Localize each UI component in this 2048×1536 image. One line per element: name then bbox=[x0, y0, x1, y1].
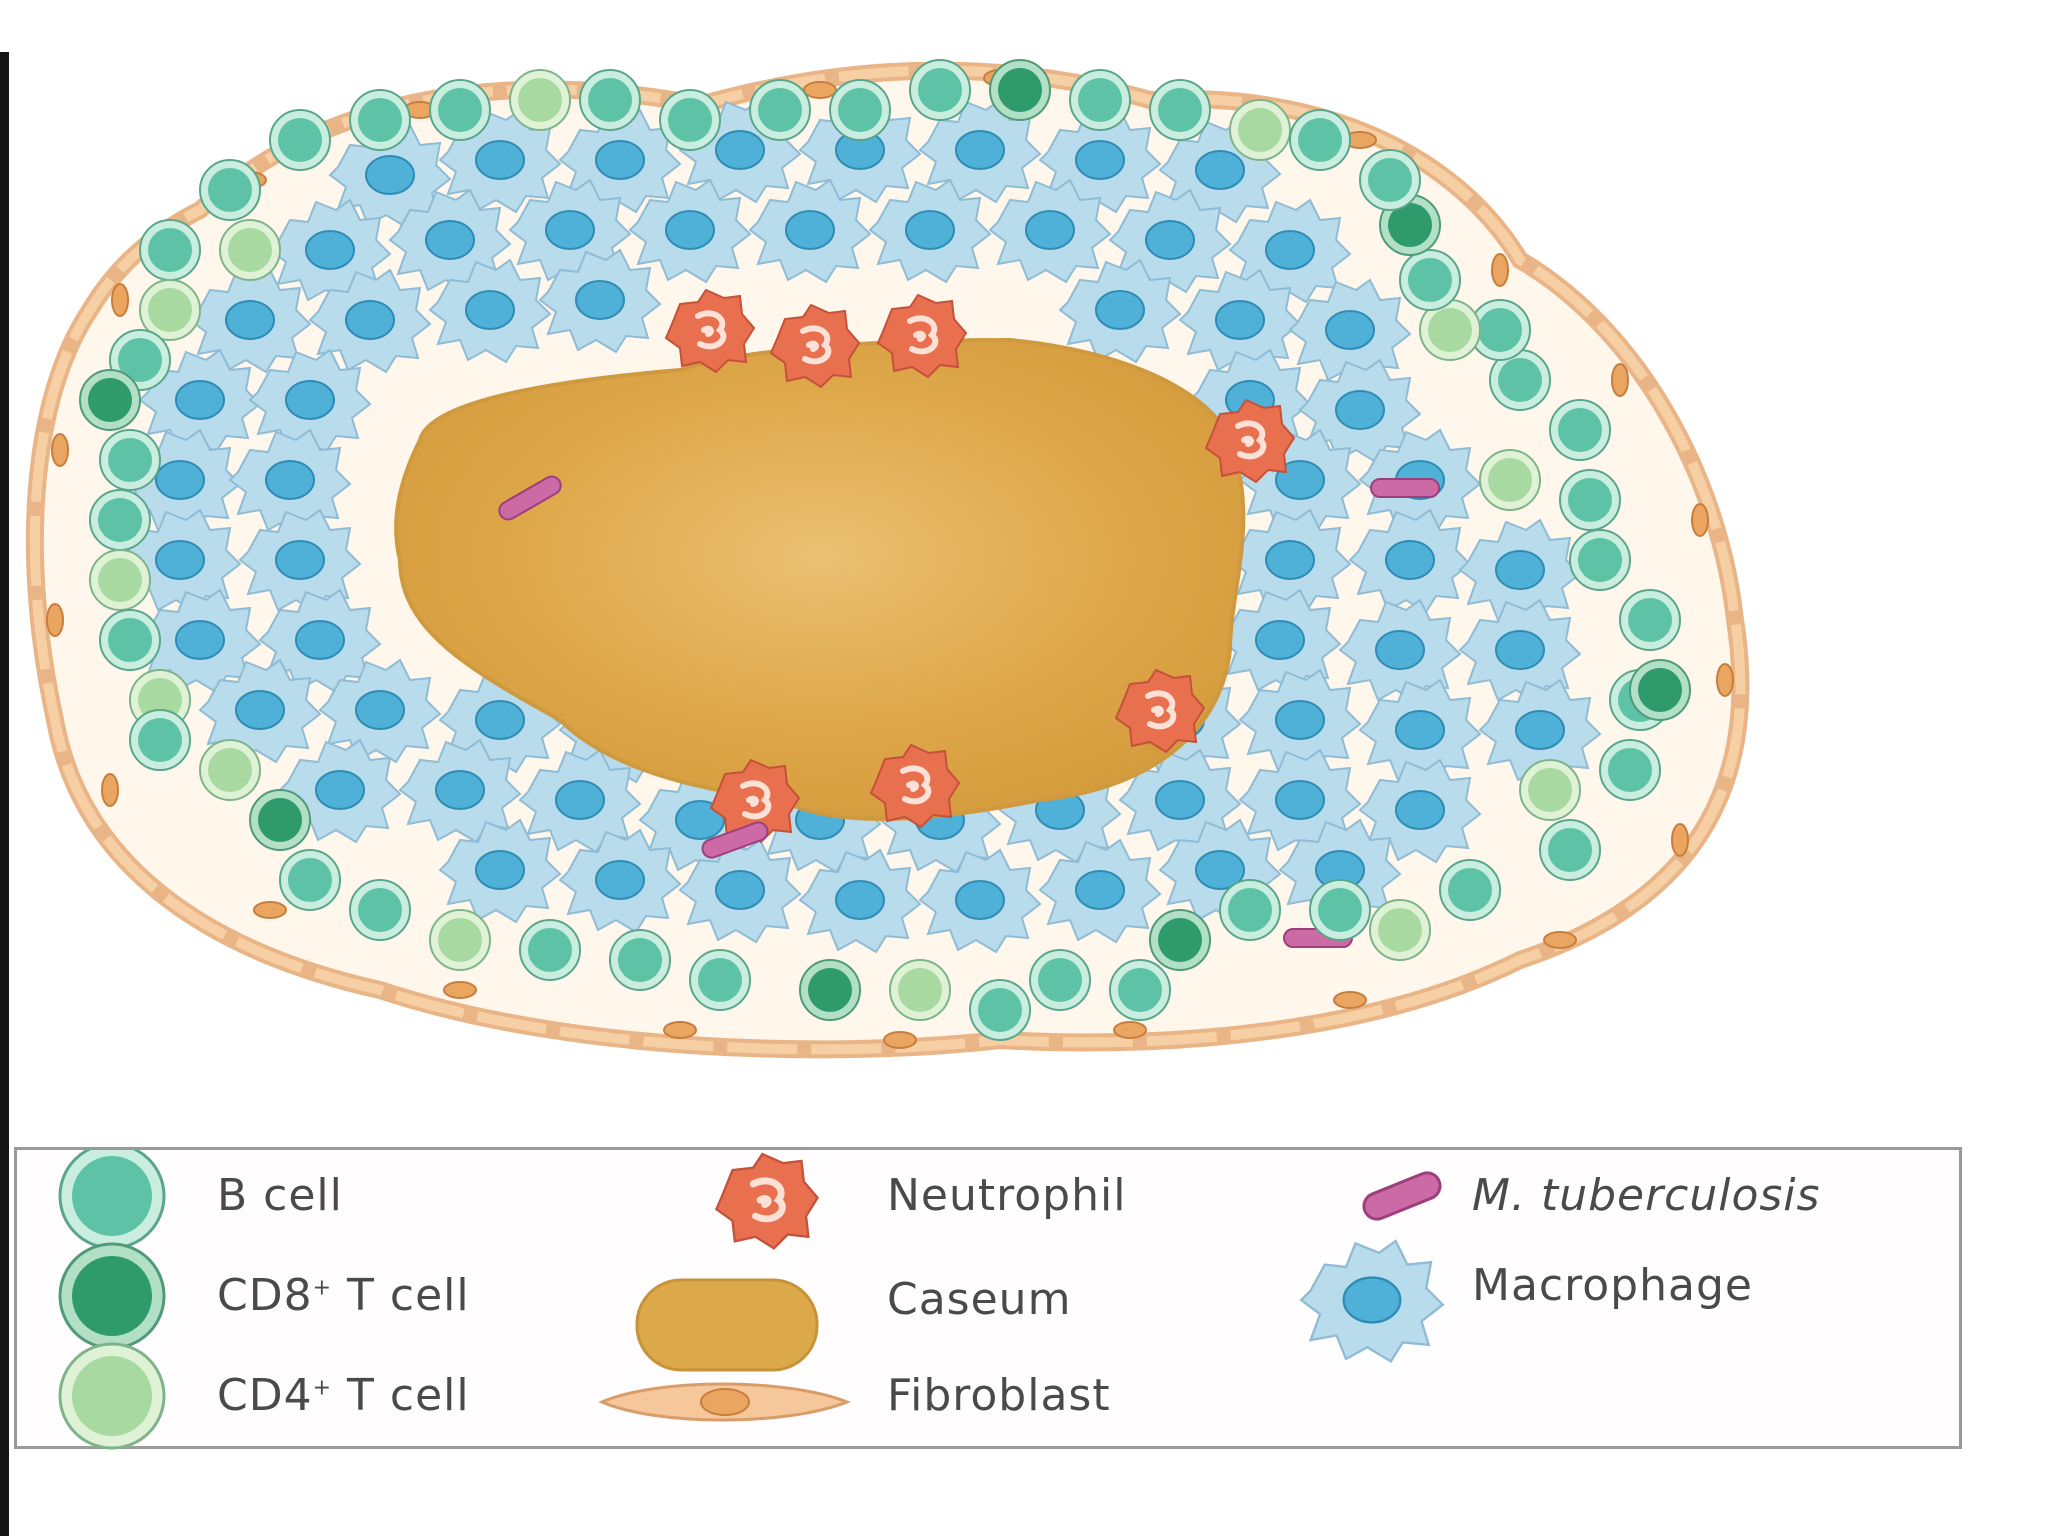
macrophage-legend-icon bbox=[1299, 1239, 1445, 1363]
legend-label-m-tuberculosis: M. tuberculosis bbox=[1472, 1170, 1821, 1221]
cd8-t-cell-legend-icon bbox=[58, 1242, 166, 1350]
legend-label-cd4-t-cell: CD4+ T cell bbox=[217, 1370, 470, 1421]
b-cell-legend-icon bbox=[58, 1150, 166, 1250]
caseum-legend-icon bbox=[635, 1278, 819, 1372]
legend-label-fibroblast: Fibroblast bbox=[887, 1370, 1111, 1421]
legend-symbols bbox=[58, 1150, 1445, 1450]
fibroblast-legend-icon bbox=[598, 1382, 852, 1422]
legend-label-macrophage: Macrophage bbox=[1472, 1260, 1753, 1311]
legend-label-cd8-t-cell: CD8+ T cell bbox=[217, 1270, 470, 1321]
legend-label-neutrophil: Neutrophil bbox=[887, 1170, 1127, 1221]
legend: B cell CD8+ T cell CD4+ T cell Neutrophi… bbox=[14, 1147, 1962, 1450]
m-tuberculosis-legend-icon bbox=[1362, 1171, 1442, 1221]
granuloma-diagram bbox=[25, 59, 1750, 1059]
legend-label-caseum: Caseum bbox=[887, 1274, 1072, 1325]
legend-label-b-cell: B cell bbox=[217, 1170, 343, 1221]
neutrophil-legend-icon bbox=[714, 1152, 820, 1250]
cd4-t-cell-legend-icon bbox=[58, 1342, 166, 1450]
left-border-bar bbox=[0, 52, 9, 1536]
